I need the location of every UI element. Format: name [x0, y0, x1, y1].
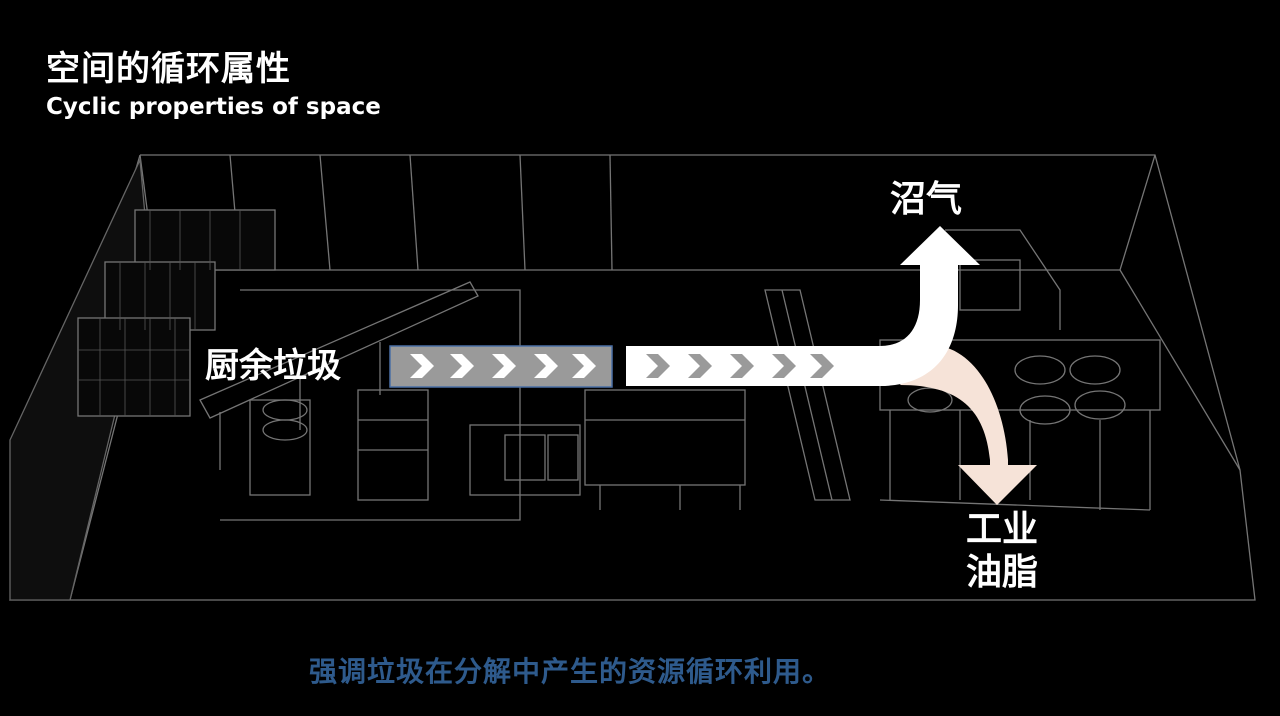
biogas-flow-arrow: [626, 226, 980, 386]
caption: 强调垃圾在分解中产生的资源循环利用。: [308, 655, 831, 688]
chevron-right-icon: [410, 354, 596, 378]
industrial-oil-label: 工业 油脂: [962, 508, 1042, 594]
page-subtitle: Cyclic properties of space: [46, 94, 381, 120]
input-flow-box: [389, 345, 613, 388]
factory-wireframe: [9, 154, 1256, 601]
chevron-right-icon: [646, 354, 834, 378]
page-title: 空间的循环属性: [46, 49, 291, 89]
oil-branch-arrow: [900, 345, 1037, 505]
industrial-oil-label-line1: 工业: [965, 509, 1038, 550]
kitchen-waste-label: 厨余垃圾: [205, 346, 341, 386]
industrial-oil-label-line2: 油脂: [965, 552, 1038, 594]
biogas-label: 沼气: [890, 179, 963, 220]
